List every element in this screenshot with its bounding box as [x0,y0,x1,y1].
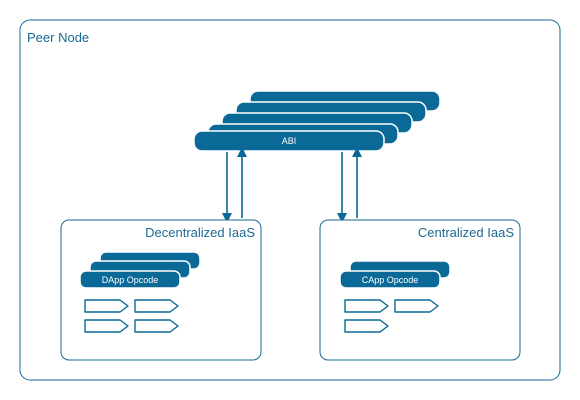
capp-opcode-layer-1 [339,270,441,289]
centralized-iaas-box: Centralized IaaS CApp Opcode [319,219,521,361]
dapp-opcode-label: DApp Opcode [102,275,159,285]
capp-tag [344,299,389,313]
dapp-tag-grid [84,299,179,333]
capp-opcode-label: CApp Opcode [362,275,419,285]
peer-node-title: Peer Node [27,30,89,45]
dapp-tag [84,299,129,313]
abi-stack: ABI [193,90,441,152]
centralized-iaas-title: Centralized IaaS [418,225,514,240]
capp-tag [394,299,439,313]
dapp-tag [84,319,129,333]
abi-layer-1 [193,130,385,152]
peer-node-frame: Peer Node [19,19,561,381]
abi-label: ABI [282,136,297,146]
arrows [222,147,362,223]
dapp-tag [134,299,179,313]
decentralized-iaas-box: Decentralized IaaS DApp Opcode [60,219,262,361]
capp-tag-grid [344,299,439,333]
dapp-opcode-stack: DApp Opcode [79,251,201,289]
capp-opcode-stack: CApp Opcode [339,260,451,289]
dapp-tag [134,319,179,333]
capp-tag [344,319,389,333]
decentralized-iaas-title: Decentralized IaaS [145,225,255,240]
dapp-opcode-layer-1 [79,270,181,289]
